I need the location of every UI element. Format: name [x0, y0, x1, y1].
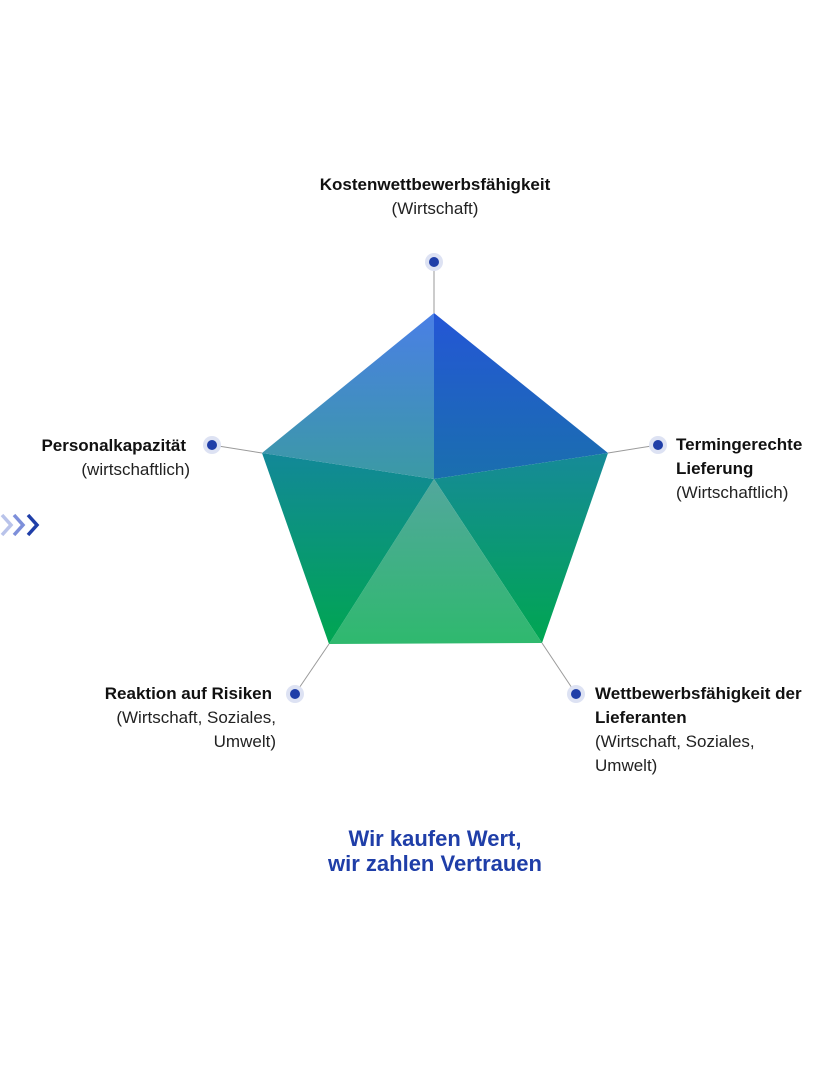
axis-title: Reaktion auf Risiken [104, 684, 272, 703]
axis-subtitle: (Wirtschaft, Soziales, Umwelt) [595, 732, 755, 775]
tagline-line-2: wir zahlen Vertrauen [328, 851, 542, 876]
axis-subtitle: (wirtschaftlich) [81, 460, 190, 479]
axis-title: Termingerechte Lieferung [676, 435, 803, 478]
axis-subtitle: (Wirtschaftlich) [676, 483, 789, 502]
axis-label-cost-competitiveness: Kostenwettbewerbsfähigkeit (Wirtschaft) [270, 173, 600, 221]
axis-title: Wettbewerbsfähigkeit der Lieferanten [595, 684, 802, 727]
marker-dot [571, 689, 581, 699]
leader-line [541, 642, 577, 695]
marker-dot [207, 440, 217, 450]
marker-dot [290, 689, 300, 699]
axis-label-on-time-delivery: Termingerechte Lieferung (Wirtschaftlich… [676, 433, 826, 505]
axis-title: Personalkapazität [41, 436, 186, 455]
marker-dot [653, 440, 663, 450]
slice-cost-competitiveness [434, 313, 608, 479]
axis-label-supplier-competitiveness: Wettbewerbsfähigkeit der Lieferanten (Wi… [595, 682, 810, 778]
triple-chevron-right-icon [0, 513, 40, 537]
tagline-line-1: Wir kaufen Wert, [348, 826, 522, 851]
slice-supplier-competitiveness [329, 479, 542, 644]
slice-on-time-delivery [434, 453, 608, 643]
tagline: Wir kaufen Wert, wir zahlen Vertrauen [235, 826, 635, 876]
axis-title: Kostenwettbewerbsfähigkeit [319, 175, 551, 194]
axis-subtitle: (Wirtschaft) [391, 199, 479, 218]
axis-subtitle: (Wirtschaft, Soziales, Umwelt) [116, 708, 276, 751]
slice-personnel-capacity [262, 313, 434, 479]
slice-risk-response [262, 453, 434, 644]
leader-line [294, 643, 330, 695]
axis-label-personnel-capacity: Personalkapazität (wirtschaftlich) [10, 434, 190, 482]
axis-label-risk-response: Reaktion auf Risiken (Wirtschaft, Sozial… [92, 682, 276, 754]
marker-dot [429, 257, 439, 267]
